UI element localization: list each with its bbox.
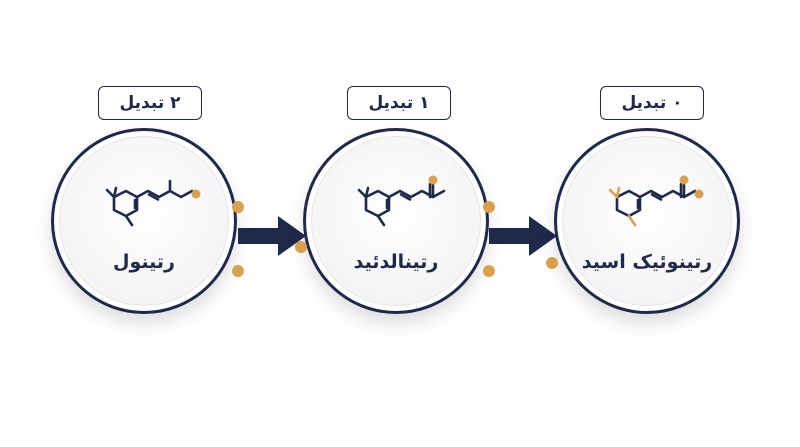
step-circle-retinol: رتینول xyxy=(51,128,237,314)
step-label-retinaldehyde: ۱ تبدیل xyxy=(347,86,451,120)
retinaldehyde-structure-icon xyxy=(357,175,446,227)
compound-name-retinol: رتینول xyxy=(113,251,175,273)
connector-dot xyxy=(295,241,307,253)
step-label-retinol: ۲ تبدیل xyxy=(98,86,202,120)
retinol-structure-icon xyxy=(105,179,201,227)
compound-name-retinoic-acid: رتینوئیک اسید xyxy=(581,251,713,273)
connector-dot xyxy=(232,201,244,213)
connector-dot xyxy=(546,257,558,269)
retinoic-acid-structure-icon xyxy=(608,175,704,227)
step-circle-retinoic-acid: رتینوئیک اسید xyxy=(546,128,740,314)
step-circle-retinaldehyde: رتینالدئید xyxy=(295,128,489,314)
arrow-right-icon xyxy=(238,216,306,256)
step-label-retinoic-acid: ۰ تبدیل xyxy=(600,86,704,120)
connector-dot xyxy=(483,265,495,277)
connector-dot xyxy=(483,201,495,213)
arrow-right-icon xyxy=(489,216,557,256)
connector-dot xyxy=(232,265,244,277)
compound-name-retinaldehyde: رتینالدئید xyxy=(353,251,439,273)
